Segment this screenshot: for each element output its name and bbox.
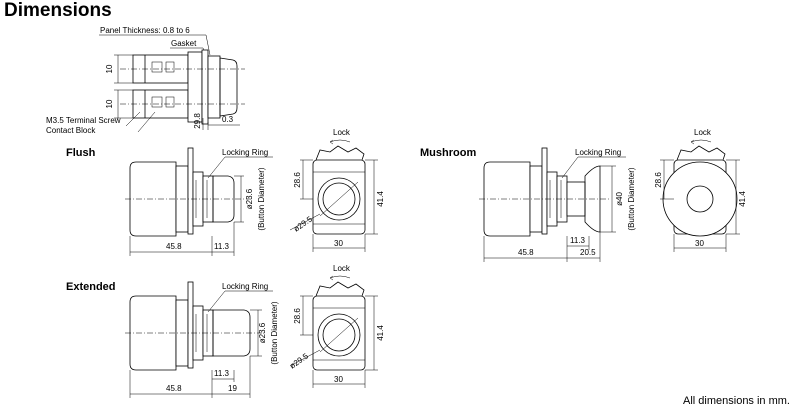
flush-dim-ring: ø29.5 (292, 214, 314, 233)
flush-button-diameter: (Button Diameter) (257, 167, 266, 230)
mushroom-dim-w: 30 (695, 239, 704, 248)
footer-note: All dimensions in mm. (683, 395, 790, 407)
flush-lock: Lock (333, 128, 351, 137)
extended-dim-dia: ø23.6 (258, 322, 267, 343)
contact-dim-upper: 10 (105, 64, 114, 73)
extended-locking-ring: Locking Ring (222, 282, 268, 291)
flush-dim-front: 11.3 (214, 242, 230, 251)
panel-thickness-label: Panel Thickness: 0.8 to 6 (100, 26, 190, 35)
flush-dim-h1: 28.6 (293, 172, 302, 188)
mushroom-side-view: Locking Ring ø40 (Button Diameter) 11.3 … (479, 147, 636, 262)
mushroom-dim-front: 11.3 (570, 236, 586, 245)
flush-front-view: Lock 28.6 41.4 30 ø29.5 (289, 128, 385, 252)
mushroom-button-diameter: (Button Diameter) (627, 167, 636, 230)
gasket-label: Gasket (171, 39, 197, 48)
extended-dim-body: 45.8 (166, 384, 182, 393)
flush-side-view: Locking Ring ø23.6 (Button Diameter) 45.… (125, 147, 273, 256)
mushroom-dim-body: 45.8 (518, 248, 534, 257)
flush-dim-h2: 41.4 (376, 191, 385, 207)
extended-label: Extended (66, 281, 116, 293)
flush-dim-dia: ø23.6 (245, 188, 254, 209)
extended-lock: Lock (333, 264, 351, 273)
terminal-screw-label: M3.5 Terminal Screw (46, 116, 121, 125)
flush-dim-body: 45.8 (166, 242, 182, 251)
extended-dim-h2: 41.4 (376, 325, 385, 341)
contact-block-drawing: Panel Thickness: 0.8 to 6 Gasket 10 10 2… (46, 26, 245, 135)
mushroom-dim-h2: 41.4 (738, 191, 747, 207)
flush-dim-w: 30 (334, 239, 343, 248)
extended-dim-front: 11.3 (214, 369, 230, 378)
page-title: Dimensions (4, 0, 112, 21)
extended-dim-ext: 19 (228, 384, 237, 393)
extended-dim-w: 30 (334, 375, 343, 384)
mushroom-lock: Lock (694, 128, 712, 137)
mushroom-front-view: Lock 28.6 41.4 30 (654, 128, 747, 252)
mushroom-dim-head: 20.5 (580, 248, 596, 257)
extended-side-view: Locking Ring ø23.6 (Button Diameter) 11.… (125, 281, 279, 398)
extended-dim-ring: ø29.5 (288, 351, 310, 370)
contact-dim-gap: 0.3 (222, 115, 234, 124)
extended-front-view: Lock 28.6 41.4 30 ø29.5 (288, 264, 385, 388)
contact-dim-lower: 10 (105, 99, 114, 108)
mushroom-label: Mushroom (420, 147, 477, 159)
mushroom-locking-ring: Locking Ring (575, 148, 621, 157)
contact-block-label: Contact Block (46, 126, 96, 135)
mushroom-dim-dia: ø40 (615, 192, 624, 206)
extended-button-diameter: (Button Diameter) (270, 301, 279, 364)
flush-locking-ring: Locking Ring (222, 148, 268, 157)
contact-dim-depth: 29.8 (193, 113, 202, 129)
flush-label: Flush (66, 147, 96, 159)
extended-dim-h1: 28.6 (293, 308, 302, 324)
mushroom-dim-h1: 28.6 (654, 172, 663, 188)
